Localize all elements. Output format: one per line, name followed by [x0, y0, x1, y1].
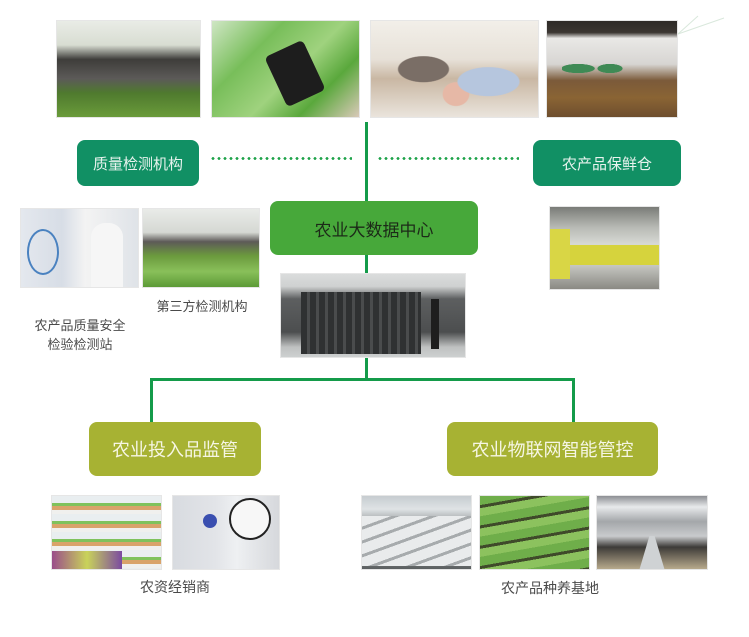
server-racks — [301, 292, 421, 354]
greenhouse-arches — [362, 516, 471, 566]
photo-greenhouses — [361, 495, 472, 570]
node-label: 质量检测机构 — [92, 154, 183, 173]
node-quality-inspection-agency: 质量检测机构 — [77, 140, 199, 186]
bottom-horizontal-connector — [150, 378, 575, 381]
phone-shape — [264, 39, 326, 108]
barn-aisle — [639, 536, 665, 569]
floor-bags — [52, 551, 122, 569]
photo-warehouse-bags — [549, 206, 660, 290]
photo-family-dining — [370, 20, 539, 118]
technician-figure — [91, 223, 123, 287]
photo-officials-field — [56, 20, 201, 118]
photo-field-inspectors — [142, 208, 260, 288]
photo-lab-technician — [20, 208, 139, 288]
instrument-ring — [27, 229, 59, 275]
bottom-right-connector — [572, 378, 575, 423]
photo-data-center-servers — [280, 273, 466, 358]
server-door — [431, 299, 439, 349]
node-label: 农业投入品监管 — [112, 440, 238, 461]
photo-cattle-barn — [596, 495, 708, 570]
yellow-bag-stack-left — [550, 229, 570, 279]
photo-seedling-beds — [479, 495, 590, 570]
dotted-connector-left — [210, 157, 352, 160]
dotted-connector-right — [377, 157, 519, 160]
magnifier-circle — [229, 498, 271, 540]
caption-third-party-agency: 第三方检测机构 — [156, 300, 248, 315]
node-agri-input-supervision: 农业投入品监管 — [89, 422, 261, 476]
node-fresh-storage-warehouse: 农产品保鲜仓 — [533, 140, 681, 186]
photo-agri-supply-shelves — [51, 495, 162, 570]
node-label: 农业物联网智能管控 — [471, 440, 634, 461]
node-agri-iot-smart-control: 农业物联网智能管控 — [447, 422, 658, 476]
caption-agri-dealer: 农资经销商 — [140, 580, 210, 596]
caption-quality-station: 农产品质量安全 检验检测站 — [34, 319, 126, 353]
logo-circle — [203, 514, 217, 528]
photo-qr-scan-vegetables — [211, 20, 360, 118]
caption-production-base: 农产品种养基地 — [501, 581, 599, 597]
worker-figures — [562, 51, 642, 86]
bottom-left-connector — [150, 378, 153, 423]
node-label: 农业大数据中心 — [314, 220, 434, 241]
decorative-lines — [677, 15, 725, 35]
node-label: 农产品保鲜仓 — [561, 154, 652, 173]
photo-label-magnifier — [172, 495, 280, 570]
family-figures — [391, 36, 521, 117]
yellow-bag-stack-right — [570, 245, 659, 265]
photo-canteen-serving — [546, 20, 678, 118]
node-agri-big-data-center: 农业大数据中心 — [270, 201, 478, 255]
